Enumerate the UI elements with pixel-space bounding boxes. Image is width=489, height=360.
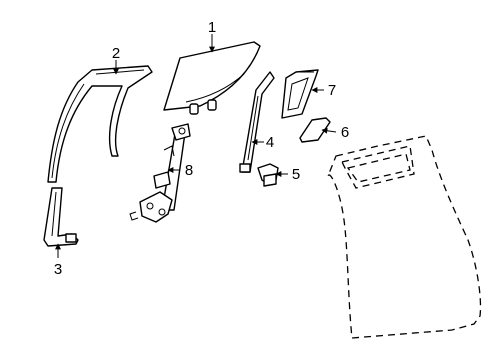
lower-channel-part (43, 187, 79, 247)
window-regulator-part (129, 123, 191, 223)
rear-channel-part (239, 71, 275, 173)
callout-8: 8 (185, 162, 193, 179)
callout-5: 5 (292, 166, 300, 183)
callout-2: 2 (112, 45, 120, 62)
leader-lines (55, 34, 337, 258)
clip-part (257, 163, 279, 187)
callout-7: 7 (328, 82, 336, 99)
quarter-frame-part (281, 69, 319, 119)
quarter-glass-part (299, 117, 331, 143)
callout-3: 3 (54, 261, 62, 278)
callout-1: 1 (208, 19, 216, 36)
door-glass-part (163, 41, 261, 115)
sash-channel-part (47, 65, 153, 183)
callout-4: 4 (266, 134, 274, 151)
callout-6: 6 (341, 124, 349, 141)
door-outline (327, 135, 482, 339)
